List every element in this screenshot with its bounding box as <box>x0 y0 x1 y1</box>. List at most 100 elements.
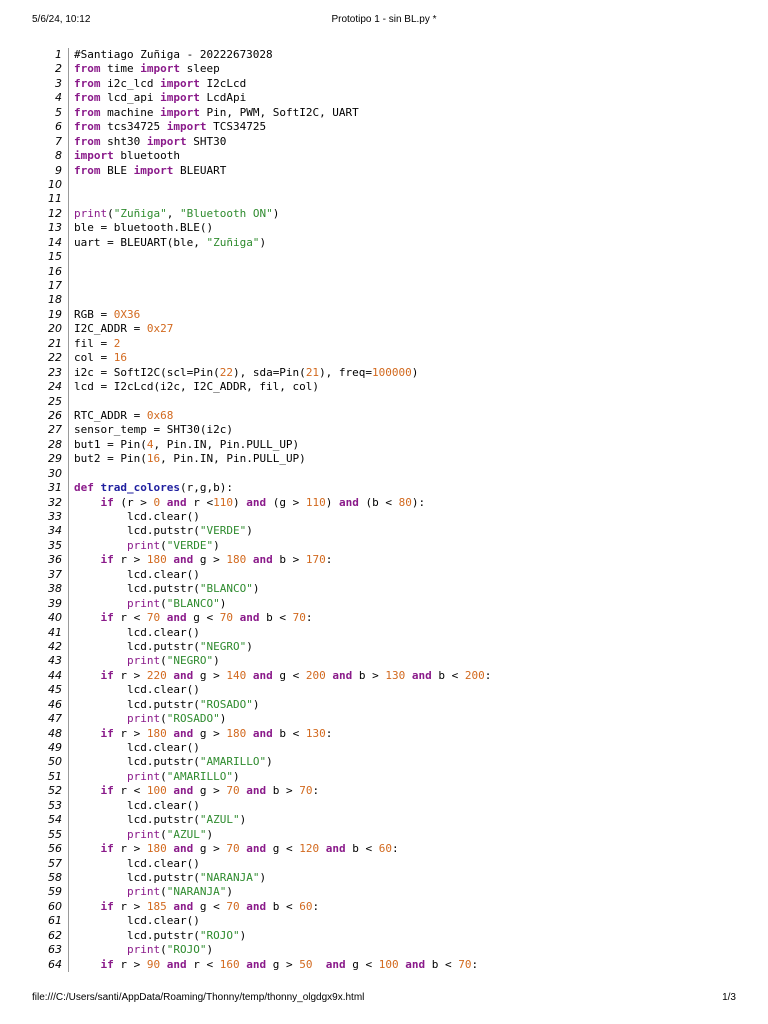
code-line: 50 lcd.putstr("AMARILLO") <box>32 755 752 770</box>
code-text: import bluetooth <box>74 149 180 163</box>
line-number: 41 <box>32 625 69 640</box>
code-text: print("NEGRO") <box>126 654 220 668</box>
code-text: if r > 90 and r < 160 and g > 50 and g <… <box>100 957 479 971</box>
code-line: 64 if r > 90 and r < 160 and g > 50 and … <box>32 957 752 972</box>
page-number: 1/3 <box>722 992 736 1003</box>
line-number: 57 <box>32 856 69 871</box>
line-number: 37 <box>32 567 69 583</box>
line-number: 61 <box>32 914 69 929</box>
code-text: lcd.clear() <box>74 914 200 928</box>
code-text: if r > 180 and g > 180 and b < 130: <box>100 726 333 740</box>
code-text <box>69 250 74 264</box>
code-text: lcd = I2cLcd(i2c, I2C_ADDR, fil, col) <box>74 380 320 394</box>
code-line: 41 lcd.clear() <box>32 625 752 640</box>
code-line: 35 print("VERDE") <box>32 538 752 554</box>
line-number: 20 <box>32 322 69 337</box>
code-text: I2C_ADDR = 0x27 <box>74 322 174 336</box>
line-number: 16 <box>32 264 69 279</box>
code-line: 57 lcd.clear() <box>32 856 752 871</box>
code-text: but2 = Pin(16, Pin.IN, Pin.PULL_UP) <box>74 452 306 466</box>
code-text: from sht30 import SHT30 <box>74 134 227 148</box>
line-number: 45 <box>32 683 69 698</box>
code-text: print("ROJO") <box>126 943 214 957</box>
line-number: 22 <box>32 351 69 366</box>
code-line: 36 if r > 180 and g > 180 and b > 170: <box>32 553 752 568</box>
code-line: 22 col = 16 <box>32 351 752 366</box>
code-text: lcd.putstr("BLANCO") <box>74 582 260 596</box>
line-number: 34 <box>32 524 69 539</box>
line-number: 56 <box>32 842 69 857</box>
line-number: 7 <box>32 134 69 150</box>
code-text <box>69 178 74 192</box>
line-number: 19 <box>32 307 69 323</box>
code-text: lcd.putstr("ROSADO") <box>74 697 260 711</box>
line-number: 13 <box>32 221 69 236</box>
code-text: lcd.clear() <box>74 798 200 812</box>
code-line: 18 <box>32 293 752 308</box>
code-text: from i2c_lcd import I2cLcd <box>74 76 247 90</box>
line-number: 31 <box>32 481 69 496</box>
code-line: 10 <box>32 177 752 193</box>
code-line: 43 print("NEGRO") <box>32 654 752 669</box>
line-number: 4 <box>32 91 69 106</box>
line-number: 63 <box>32 943 69 958</box>
line-number: 18 <box>32 293 69 308</box>
code-line: 54 lcd.putstr("AZUL") <box>32 813 752 828</box>
code-line: 30 <box>32 466 752 482</box>
line-number: 55 <box>32 827 69 843</box>
code-line: 63 print("ROJO") <box>32 943 752 958</box>
line-number: 21 <box>32 336 69 352</box>
code-line: 25 <box>32 394 752 409</box>
line-number: 11 <box>32 192 69 207</box>
code-text: print("AZUL") <box>126 827 214 841</box>
code-text: if r < 100 and g > 70 and b > 70: <box>100 784 320 798</box>
code-text <box>69 265 74 279</box>
line-number: 14 <box>32 235 69 251</box>
code-text: print("Zuñiga", "Bluetooth ON") <box>74 206 280 220</box>
line-number: 30 <box>32 466 69 482</box>
line-number: 28 <box>32 437 69 453</box>
line-number: 25 <box>32 394 69 409</box>
code-text: if r > 180 and g > 180 and b > 170: <box>100 553 333 567</box>
code-text: lcd.clear() <box>74 510 200 523</box>
code-line: 58 lcd.putstr("NARANJA") <box>32 870 752 886</box>
line-number: 54 <box>32 813 69 828</box>
code-line: 52 if r < 100 and g > 70 and b > 70: <box>32 784 752 799</box>
line-number: 60 <box>32 899 69 915</box>
code-text: lcd.putstr("VERDE") <box>74 524 253 538</box>
code-text <box>69 293 74 307</box>
code-text: lcd.putstr("AMARILLO") <box>74 755 273 769</box>
line-number: 52 <box>32 784 69 799</box>
line-number: 64 <box>32 957 69 972</box>
line-number: 29 <box>32 452 69 467</box>
code-text: fil = 2 <box>74 336 121 350</box>
print-date: 5/6/24, 10:12 <box>32 14 91 25</box>
code-line: 20 I2C_ADDR = 0x27 <box>32 322 752 337</box>
code-line: 39 print("BLANCO") <box>32 596 752 612</box>
code-text: lcd.clear() <box>74 856 200 870</box>
line-number: 10 <box>32 177 69 193</box>
code-text: col = 16 <box>74 351 127 365</box>
line-number: 5 <box>32 105 69 121</box>
file-path: file:///C:/Users/santi/AppData/Roaming/T… <box>32 992 365 1003</box>
line-number: 6 <box>32 120 69 135</box>
code-text: print("NARANJA") <box>126 885 233 899</box>
line-number: 48 <box>32 726 69 741</box>
line-number: 49 <box>32 741 69 756</box>
line-number: 47 <box>32 712 69 727</box>
code-line: 17 <box>32 279 752 294</box>
code-text: if r > 220 and g > 140 and g < 200 and b… <box>100 668 492 682</box>
code-text: def trad_colores(r,g,b): <box>74 481 233 495</box>
line-number: 36 <box>32 553 69 568</box>
line-number: 2 <box>32 62 69 77</box>
code-line: 16 <box>32 264 752 279</box>
